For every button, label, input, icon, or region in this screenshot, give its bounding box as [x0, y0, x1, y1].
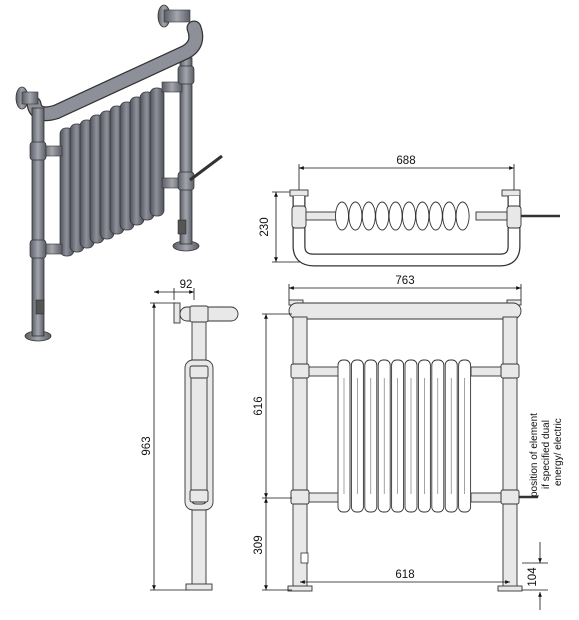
- element-note-line-3: energy/ electric: [553, 418, 564, 486]
- dim-side-depth: 92: [180, 279, 193, 291]
- dim-bottom-height: 309: [253, 535, 265, 554]
- dim-element-height: 616: [253, 396, 265, 415]
- dim-leg-centres: 618: [395, 569, 414, 581]
- top-view-fins: [335, 201, 470, 231]
- element-note-line-2: if specified dual: [541, 420, 552, 489]
- top-view: 688 230: [259, 155, 560, 267]
- front-view: 763 616 309: [253, 275, 564, 610]
- top-fin: [375, 201, 390, 231]
- top-fin: [348, 201, 363, 231]
- top-fin: [388, 201, 403, 231]
- dim-overall-height: 963: [141, 436, 153, 455]
- element-note-line-1: position of element: [529, 413, 540, 497]
- top-fin: [402, 201, 416, 231]
- top-fin: [361, 201, 376, 231]
- side-view: 92 963: [141, 279, 239, 591]
- front-view-fins: [337, 359, 472, 513]
- isometric-view: [15, 4, 223, 342]
- dim-foot-height: 104: [527, 567, 539, 587]
- dim-overall-width: 763: [395, 275, 414, 287]
- top-fin: [335, 201, 349, 231]
- top-fin: [428, 201, 443, 231]
- iso-radiator-fins: [59, 87, 165, 257]
- top-fin: [455, 201, 470, 231]
- top-fin: [415, 201, 430, 231]
- dim-top-view-width: 688: [396, 155, 415, 167]
- top-fin: [442, 201, 457, 231]
- dim-top-view-depth: 230: [259, 217, 271, 236]
